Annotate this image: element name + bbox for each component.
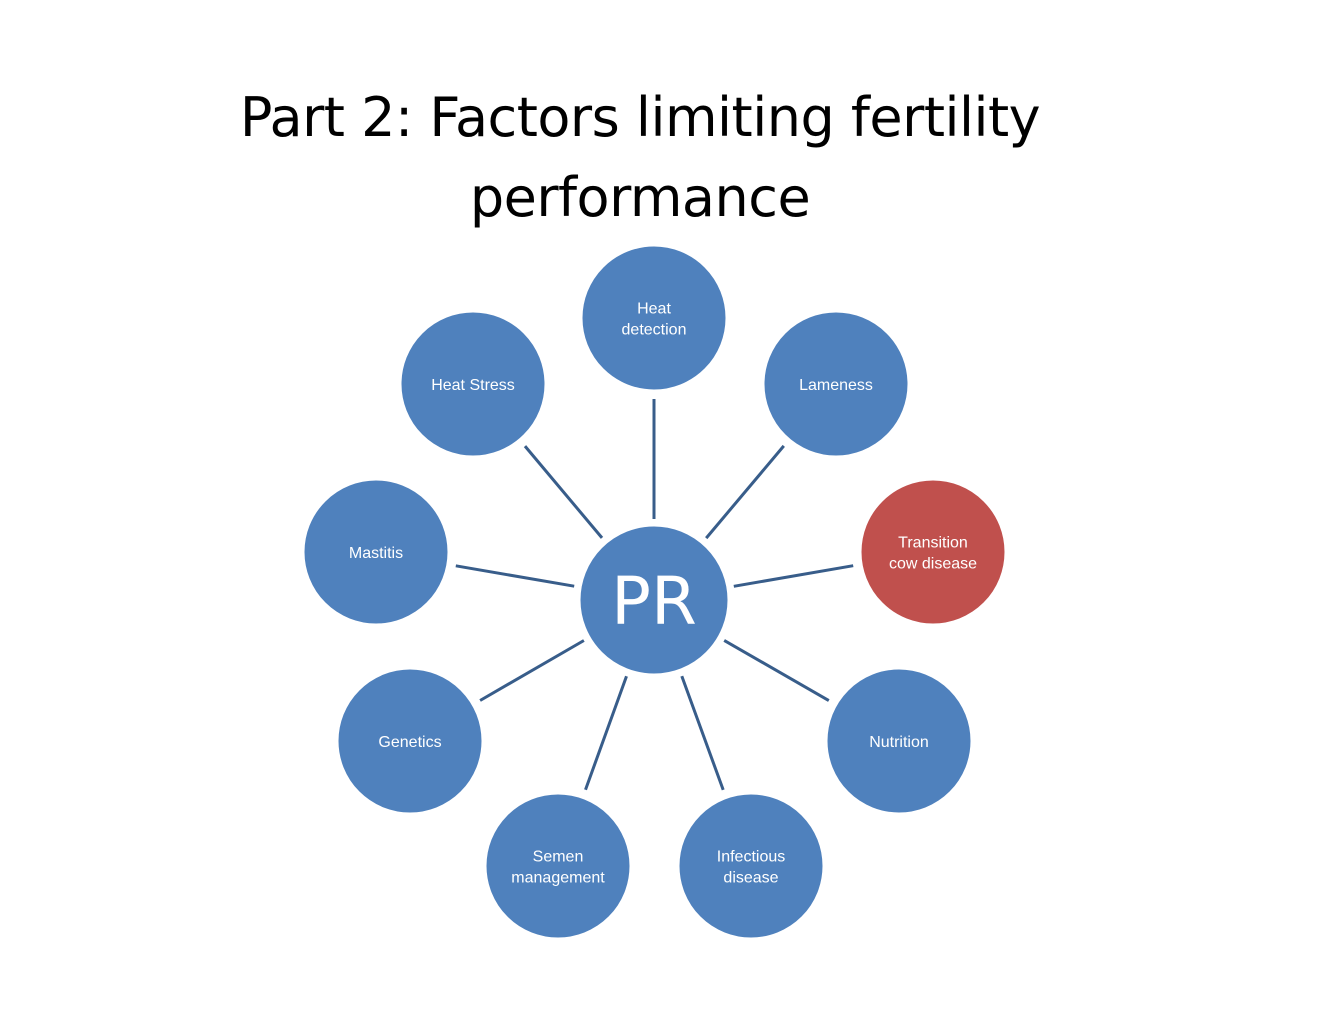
- factor-node-lameness: Lameness: [761, 309, 911, 459]
- factor-node-nutrition: Nutrition: [824, 666, 974, 816]
- factor-label-transition-cow-disease-line-1: Transition: [898, 535, 968, 552]
- factor-node-genetics: Genetics: [335, 666, 485, 816]
- factor-label-transition-cow-disease-line-2: cow disease: [889, 556, 977, 573]
- factor-circle-genetics: [335, 666, 485, 816]
- factor-label-heat-detection-line-1: Heat: [637, 301, 671, 318]
- factor-node-transition-cow-disease: Transition cow disease: [858, 477, 1008, 627]
- factor-circle-transition-cow-disease: [858, 477, 1008, 627]
- slide-title-line-1: Part 2: Factors limiting fertility: [239, 86, 1041, 149]
- spoke-transition-cow-disease: [733, 564, 854, 588]
- spoke-nutrition: [723, 639, 830, 702]
- factor-circle-lameness: [761, 309, 911, 459]
- factor-label-lameness: Lameness: [799, 377, 873, 394]
- spoke-mastitis: [455, 564, 575, 588]
- hub-circle: [577, 523, 731, 677]
- factor-circle-heat-stress: [398, 309, 548, 459]
- factor-node-heat-stress: Heat Stress: [398, 309, 548, 459]
- factor-node-infectious-disease: Infectious disease: [676, 791, 826, 941]
- factor-circle-semen-management: [483, 791, 633, 941]
- factor-node-mastitis: Mastitis: [301, 477, 451, 627]
- spoke-semen-management: [584, 675, 628, 791]
- slide-title: Part 2: Factors limiting fertility perfo…: [140, 78, 1140, 238]
- factor-label-heat-stress: Heat Stress: [431, 377, 515, 394]
- factor-label-semen-management-line-1: Semen: [533, 849, 584, 866]
- factor-label-mastitis: Mastitis: [349, 545, 403, 562]
- factor-label-infectious-disease-line-1: Infectious: [717, 849, 785, 866]
- factor-label-heat-detection-line-2: detection: [622, 322, 687, 339]
- factor-node-heat-detection: Heat detection: [579, 243, 729, 393]
- factor-label-genetics: Genetics: [378, 734, 441, 751]
- factor-label-semen-management-line-2: management: [511, 870, 605, 887]
- spoke-lameness: [705, 444, 785, 540]
- factor-circle-nutrition: [824, 666, 974, 816]
- spoke-genetics: [479, 639, 585, 702]
- factor-node-semen-management: Semen management: [483, 791, 633, 941]
- factor-label-nutrition: Nutrition: [869, 734, 929, 751]
- spoke-group: [455, 399, 854, 791]
- factor-label-infectious-disease-line-2: disease: [723, 870, 778, 887]
- factor-circle-mastitis: [301, 477, 451, 627]
- hub-label: PR: [611, 563, 697, 640]
- factor-circle-infectious-disease: [676, 791, 826, 941]
- spoke-infectious-disease: [680, 675, 725, 791]
- slide-title-line-2: performance: [469, 166, 811, 229]
- hub-group: PR: [577, 523, 731, 677]
- spoke-heat-stress: [523, 445, 604, 539]
- factor-circle-heat-detection: [579, 243, 729, 393]
